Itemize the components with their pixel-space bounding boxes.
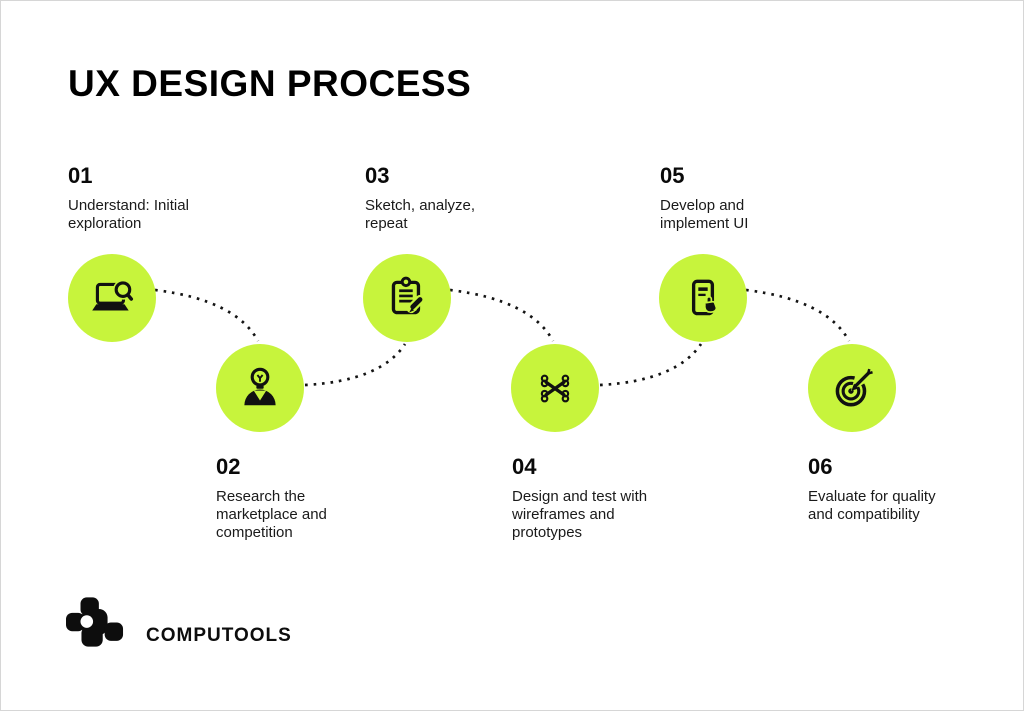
- step-description: Design and test with wireframes and prot…: [512, 488, 648, 541]
- step-number: 01: [68, 163, 93, 188]
- step-number: 03: [365, 163, 390, 188]
- step-block-02: 02 Research the marketplace and competit…: [216, 456, 342, 542]
- connector-path: [154, 288, 260, 342]
- step-circle-06: [808, 344, 896, 432]
- step-description: Understand: Initial exploration: [68, 197, 189, 232]
- page-title: UX DESIGN PROCESS: [68, 63, 472, 104]
- laptop-search-icon: [92, 279, 134, 311]
- step-description: Evaluate for quality and compatibility: [808, 488, 936, 523]
- step-circle-04: [511, 344, 599, 432]
- step-block-06: 06 Evaluate for quality and compatibilit…: [808, 456, 954, 524]
- footer-brand: COMPUTOOLS: [66, 597, 292, 648]
- step-block-05: 05 Develop and implement UI: [660, 165, 772, 233]
- step-number: 02: [216, 454, 241, 479]
- crossed-tools-icon: [540, 374, 570, 403]
- brand-name: COMPUTOOLS: [146, 624, 292, 646]
- step-block-04: 04 Design and test with wireframes and p…: [512, 456, 664, 542]
- phone-tap-icon: [691, 279, 718, 316]
- step-circle-03: [363, 254, 451, 342]
- computools-logo-icon: [66, 597, 124, 647]
- connector-path: [304, 343, 407, 387]
- step-number: 05: [660, 163, 685, 188]
- connector-path: [449, 288, 555, 342]
- clipboard-pencil-icon: [391, 276, 425, 315]
- person-idea-icon: [244, 367, 276, 406]
- step-circle-05: [659, 254, 747, 342]
- step-number: 06: [808, 454, 833, 479]
- step-block-03: 03 Sketch, analyze, repeat: [365, 165, 495, 233]
- step-description: Research the marketplace and competition: [216, 488, 327, 541]
- connector-path: [599, 343, 703, 387]
- step-description: Sketch, analyze, repeat: [365, 197, 476, 232]
- step-circle-01: [68, 254, 156, 342]
- step-block-01: 01 Understand: Initial exploration: [68, 165, 218, 233]
- step-description: Develop and implement UI: [660, 197, 749, 232]
- target-arrow-icon: [835, 363, 877, 407]
- step-number: 04: [512, 454, 537, 479]
- connector-path: [745, 288, 851, 342]
- step-circle-02: [216, 344, 304, 432]
